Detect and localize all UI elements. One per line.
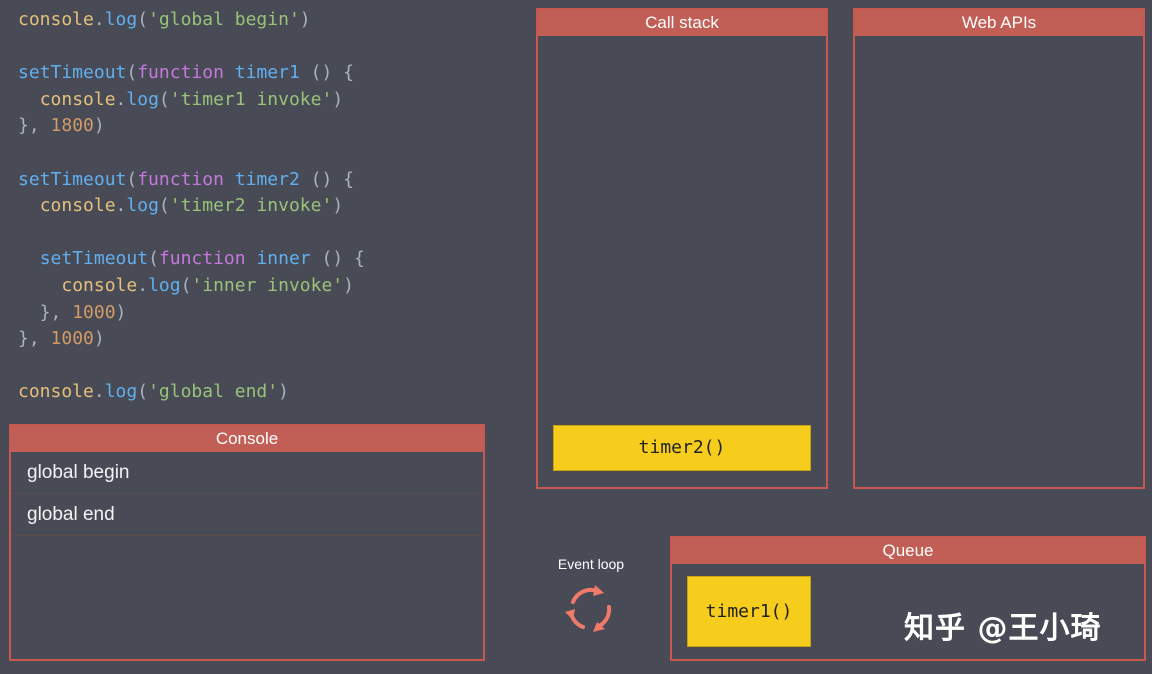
code-editor: console.log('global begin')setTimeout(fu… [18,7,365,406]
code-token: . [93,9,105,30]
call-stack-frame: timer2() [553,425,811,471]
code-token: ) [332,88,344,110]
code-token: 'inner invoke' [191,274,344,296]
code-token: timer1 [234,62,300,84]
call-stack-title: Call stack [538,10,826,36]
code-token: }, [18,115,51,137]
code-token: ( [148,248,159,270]
code-token [18,89,40,110]
code-token: 1000 [72,301,116,323]
code-token: inner [256,248,311,270]
code-line [18,140,365,167]
code-token: 'timer2 invoke' [169,195,333,217]
code-token [224,62,235,83]
console-title: Console [11,426,483,452]
code-line [18,220,365,247]
code-token: setTimeout [39,248,149,270]
code-token: }, [18,301,73,323]
code-line: console.log('timer2 invoke') [18,193,365,220]
code-token: 'global end' [148,381,279,403]
code-token: setTimeout [18,62,127,84]
code-token [18,195,40,216]
code-token: () { [299,168,354,190]
code-token: 1800 [50,115,94,137]
console-line: global begin [11,452,483,494]
code-token: . [115,88,127,110]
call-stack-panel: Call stack [536,8,828,489]
code-token: console [61,274,138,296]
code-line: }, 1000) [18,326,365,353]
code-token: ( [137,381,149,403]
code-line: setTimeout(function timer2 () { [18,167,365,194]
code-token: }, [18,328,51,350]
code-line: console.log('global begin') [18,7,365,34]
code-token: console [39,88,116,110]
code-line [18,34,365,61]
code-token: . [115,195,127,217]
code-token: ( [126,62,138,84]
code-token: ) [299,9,311,30]
code-line: console.log('timer1 invoke') [18,87,365,114]
code-token: ( [137,9,149,30]
queue-title: Queue [672,538,1144,564]
console-panel: Console global begin global end [9,424,485,661]
code-token: log [126,88,159,110]
code-token: () { [299,62,354,84]
code-line: }, 1800) [18,113,365,140]
watermark: 知乎 @王小琦 [904,611,1102,646]
code-token: function [137,62,224,84]
code-token: . [137,274,149,296]
code-token: console [18,381,94,403]
code-line: console.log('global end') [18,379,365,406]
code-token: function [158,248,246,270]
code-token: log [104,9,138,30]
code-line: setTimeout(function timer1 () { [18,60,365,87]
code-token: ( [158,195,170,217]
code-token: setTimeout [18,168,127,190]
code-token: function [137,168,224,190]
code-token: 'global begin' [148,9,300,30]
code-line: setTimeout(function inner () { [18,246,365,273]
code-line: }, 1000) [18,300,365,327]
web-apis-panel: Web APIs [853,8,1145,489]
code-token: ) [343,274,354,296]
code-token: ) [115,301,127,323]
code-token: ) [93,328,105,350]
code-token [246,248,257,269]
code-token [18,248,40,269]
code-token: ) [332,195,344,217]
code-token: () { [310,248,365,270]
event-loop-label: Event loop [557,556,625,572]
code-token: ) [93,115,105,137]
code-token: log [148,274,181,296]
code-line: console.log('inner invoke') [18,273,365,300]
code-token [18,275,61,296]
code-token: 1000 [50,328,94,350]
code-token: ( [158,88,170,110]
code-token [224,169,235,190]
code-token: 'timer1 invoke' [169,88,333,110]
console-line: global end [11,494,483,536]
code-token: log [126,195,159,217]
web-apis-title: Web APIs [855,10,1143,36]
code-token: . [93,381,105,403]
cycle-arrows-icon [565,585,612,632]
code-token: ) [278,381,289,403]
queue-item: timer1() [687,576,811,647]
code-token: console [39,195,116,217]
code-token: ( [180,274,192,296]
code-line [18,353,365,380]
code-token: timer2 [234,168,300,190]
code-token: ( [126,168,138,190]
code-token: log [104,381,138,403]
code-token: console [18,9,94,30]
